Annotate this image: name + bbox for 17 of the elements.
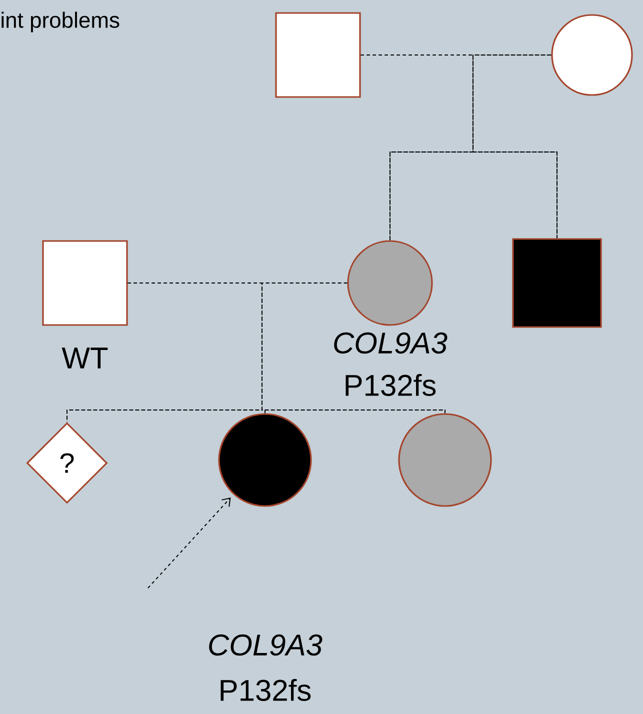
male-square — [42, 240, 128, 326]
female-circle — [551, 14, 633, 96]
male-square — [512, 238, 602, 328]
pointer-arrow — [148, 498, 231, 588]
beside-label: WT — [62, 348, 108, 368]
female-circle — [398, 413, 492, 507]
beside-label: COL9A3 — [209, 634, 322, 656]
female-circle — [347, 240, 433, 326]
descent-line — [262, 282, 446, 414]
descent-line — [472, 54, 558, 239]
male-square — [275, 12, 361, 98]
female-circle — [218, 413, 312, 507]
note-text: int problems — [2, 12, 120, 32]
beside-label: P132fs — [220, 679, 311, 701]
beside-label: P132fs — [346, 374, 436, 396]
descent-line — [127, 282, 446, 414]
beside-label: COL9A3 — [334, 332, 448, 354]
